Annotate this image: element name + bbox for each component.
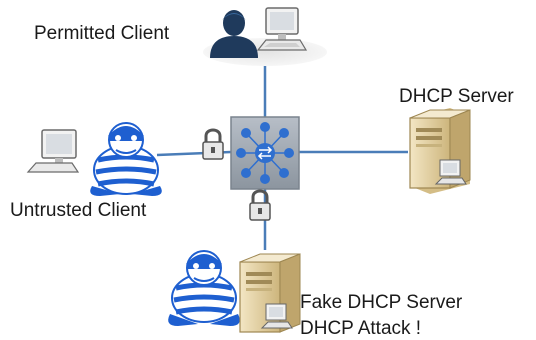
permitted-client-label: Permitted Client: [34, 23, 170, 44]
user-icon: [210, 10, 258, 58]
thief-icon: [90, 122, 162, 196]
computer-icon: [256, 7, 308, 51]
server-icon: [409, 108, 471, 194]
thief-icon: [168, 250, 240, 326]
lock-icon: [202, 128, 224, 160]
lock-icon: [249, 189, 271, 221]
network-switch-icon: [230, 116, 300, 190]
fake-dhcp-server-label: Fake DHCP Server: [300, 292, 463, 313]
server-icon: [239, 253, 301, 333]
computer-icon: [434, 159, 467, 185]
computer-icon: [26, 129, 80, 173]
dhcp-attack-label: DHCP Attack !: [300, 318, 422, 339]
dhcp-server-label: DHCP Server: [399, 86, 514, 107]
untrusted-client-label: Untrusted Client: [10, 200, 147, 221]
computer-icon: [260, 303, 293, 329]
